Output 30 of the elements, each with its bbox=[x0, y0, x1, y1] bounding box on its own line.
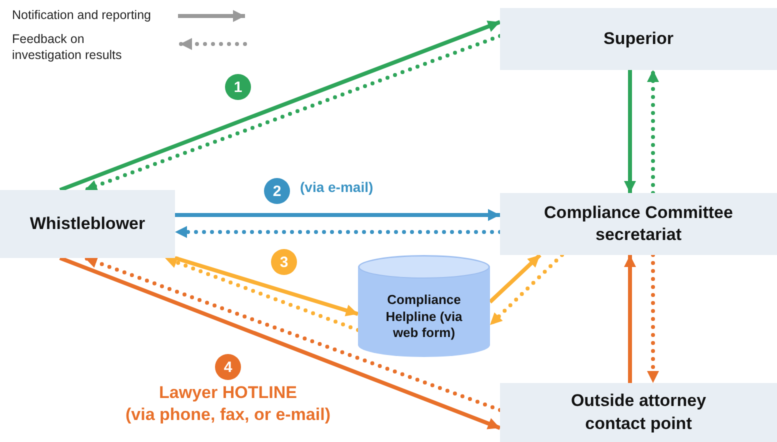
process-box bbox=[500, 383, 777, 442]
route-label: (via e-mail) bbox=[300, 179, 374, 195]
process-box bbox=[0, 190, 175, 258]
node-label: Whistleblower bbox=[30, 212, 146, 235]
route-label: Lawyer HOTLINE bbox=[159, 383, 297, 403]
node-label: Superior bbox=[604, 28, 674, 50]
step-number-badge: 3 bbox=[271, 249, 297, 275]
legend-text: Feedback on investigation results bbox=[12, 32, 122, 64]
arrow bbox=[647, 253, 659, 385]
step-number-badge: 2 bbox=[264, 178, 290, 204]
legend-text: Notification and reporting bbox=[12, 8, 151, 24]
arrow bbox=[173, 226, 502, 238]
arrow bbox=[488, 254, 542, 304]
arrow bbox=[624, 255, 636, 383]
arrow bbox=[163, 256, 360, 332]
node-label: Compliance Helpline (via web form) bbox=[384, 292, 464, 342]
node-label: Compliance Committee secretariat bbox=[543, 202, 734, 246]
route-label: (via phone, fax, or e-mail) bbox=[126, 405, 330, 425]
arrow bbox=[488, 253, 564, 327]
arrow bbox=[624, 70, 636, 193]
arrow bbox=[83, 256, 502, 412]
process-box bbox=[500, 8, 777, 70]
process-box bbox=[500, 193, 777, 255]
step-number-badge: 4 bbox=[215, 354, 241, 380]
arrow bbox=[647, 68, 659, 195]
node-label: Outside attorney contact point bbox=[570, 390, 708, 434]
step-number-badge: 1 bbox=[225, 74, 251, 100]
arrow bbox=[59, 256, 501, 430]
arrow bbox=[174, 256, 359, 316]
arrow bbox=[175, 209, 500, 221]
